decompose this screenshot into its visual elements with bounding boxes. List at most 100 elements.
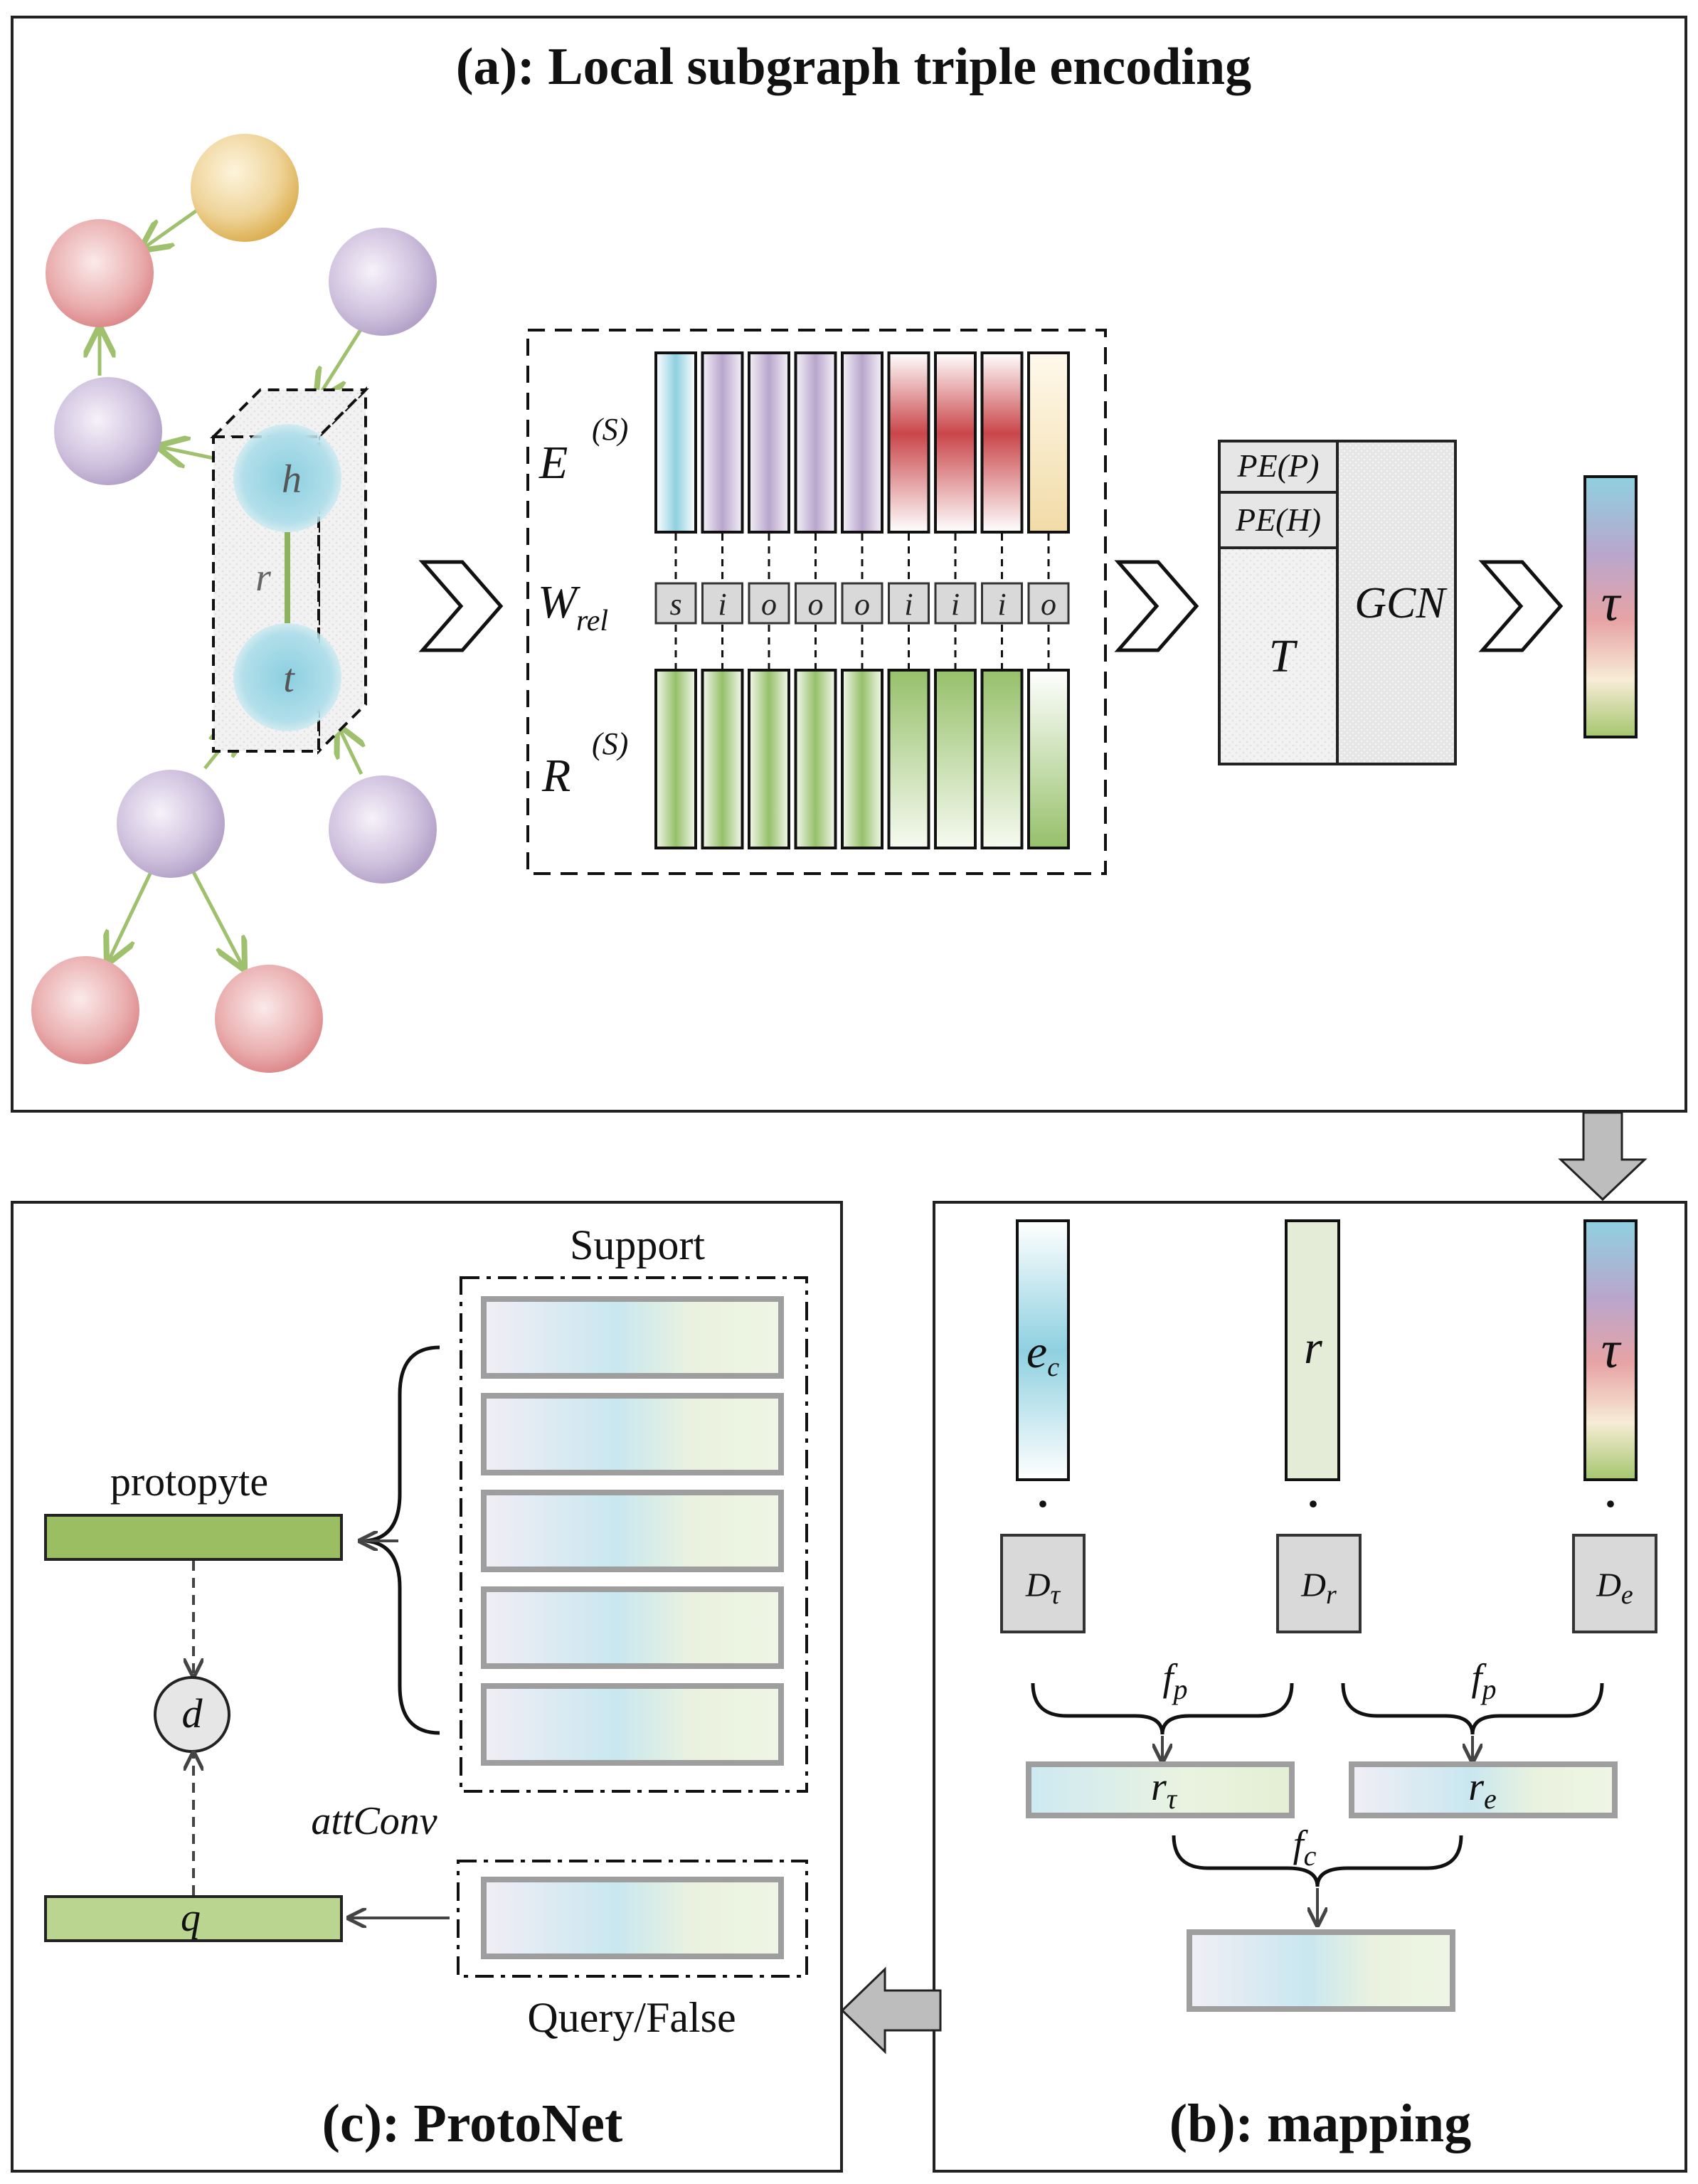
tail-node bbox=[233, 623, 341, 731]
entity-column bbox=[841, 351, 884, 534]
entity-column bbox=[654, 351, 697, 534]
weight-label: W bbox=[538, 576, 580, 628]
graph-nodes bbox=[31, 134, 437, 1073]
weight-cell bbox=[654, 582, 697, 625]
relation-column bbox=[980, 669, 1024, 849]
weight-cell-label: i bbox=[997, 587, 1006, 622]
weight-cell bbox=[748, 582, 790, 625]
support-embedding bbox=[481, 1683, 784, 1766]
entity-column bbox=[980, 351, 1024, 534]
relation-label: r bbox=[255, 556, 271, 600]
relation-column bbox=[748, 669, 790, 849]
relation-column bbox=[701, 669, 744, 849]
support-embedding bbox=[481, 1393, 784, 1475]
cube-top bbox=[210, 388, 369, 438]
gcn-block bbox=[1336, 440, 1457, 765]
head-label: h bbox=[282, 457, 302, 502]
edge-purple-to-tail-right bbox=[339, 727, 361, 775]
query-vector bbox=[44, 1895, 343, 1942]
weight-cell bbox=[841, 582, 884, 625]
projection-ops: fp fp rτ re fc bbox=[1026, 1656, 1618, 2012]
diag-r-label: Dr bbox=[1300, 1567, 1337, 1610]
support-label: Support bbox=[570, 1221, 705, 1268]
relation-column bbox=[654, 669, 697, 849]
pe-h-label: PE(H) bbox=[1235, 502, 1321, 538]
brace-fp-right bbox=[1341, 1682, 1604, 1735]
edge-purple-to-red-left bbox=[108, 871, 153, 962]
encoder-block: PE(P) PE(H) T GCN bbox=[1218, 440, 1457, 765]
support-embedding bbox=[481, 1296, 784, 1379]
weight-cell-label: o bbox=[1041, 587, 1056, 622]
relation-column bbox=[794, 669, 837, 849]
weight-cell-label: o bbox=[761, 587, 777, 622]
edge-purple-to-red-right bbox=[191, 871, 243, 968]
transformer-label: T bbox=[1269, 630, 1298, 682]
pe-p-label: PE(P) bbox=[1237, 447, 1320, 484]
down-arrow-icon bbox=[1558, 1111, 1647, 1202]
weight-cell bbox=[981, 582, 1023, 625]
entity-column bbox=[748, 351, 790, 534]
weight-cell-label: i bbox=[951, 587, 960, 622]
relation-column bbox=[887, 669, 930, 849]
prototype-vector bbox=[44, 1514, 343, 1561]
edge-cube-to-purple bbox=[159, 447, 214, 458]
combined-relation-vector bbox=[1187, 1929, 1455, 2012]
entity-column bbox=[934, 351, 977, 534]
weight-cell-label: s bbox=[669, 587, 681, 622]
entity-matrix-sup: (S) bbox=[592, 412, 628, 447]
edge-purple-to-cube bbox=[317, 327, 364, 398]
weight-cell-label: i bbox=[718, 587, 726, 622]
diag-tau-label: Dτ bbox=[1025, 1567, 1061, 1610]
graph-edges bbox=[100, 206, 364, 968]
entity-column bbox=[701, 351, 744, 534]
support-set bbox=[481, 1296, 784, 1766]
chevron-arrow-icon bbox=[1478, 560, 1564, 652]
chevron-arrow-icon bbox=[418, 560, 504, 652]
relation-vector-label: r bbox=[1304, 1322, 1322, 1374]
gcn-label: GCN bbox=[1354, 579, 1448, 627]
triple-embedding-label: τ bbox=[1601, 574, 1622, 632]
chevron-arrow-icon bbox=[1114, 560, 1199, 652]
head-node bbox=[233, 424, 341, 532]
projected-relation-tau bbox=[1026, 1761, 1295, 1818]
panel-b-title: (b): mapping bbox=[1169, 2094, 1471, 2153]
entity-column bbox=[794, 351, 837, 534]
triple-vector bbox=[1583, 1219, 1638, 1481]
entity-context-vector bbox=[1016, 1219, 1070, 1481]
relation-column bbox=[841, 669, 884, 849]
weight-cell-label: o bbox=[854, 587, 870, 622]
node-purple-left bbox=[54, 377, 162, 485]
weight-cell bbox=[701, 582, 743, 625]
edge-yellow-to-red bbox=[142, 206, 202, 249]
dot-operator: · bbox=[1603, 1480, 1618, 1527]
entity-column bbox=[887, 351, 930, 534]
diag-e-label: De bbox=[1596, 1567, 1633, 1610]
brace-fc bbox=[1172, 1835, 1463, 1887]
query-set-frame bbox=[457, 1860, 808, 1978]
mapping-vectors: ec r τ · · · bbox=[1016, 1219, 1638, 1527]
node-purple-bottom bbox=[117, 770, 225, 878]
attconv-label: attConv bbox=[311, 1799, 437, 1843]
support-set-frame bbox=[460, 1276, 808, 1793]
distance-label: d bbox=[182, 1690, 203, 1737]
triple-vector-label: τ bbox=[1601, 1321, 1622, 1379]
panel-a-title: (a): Local subgraph triple encoding bbox=[456, 38, 1251, 96]
relation-column bbox=[1027, 669, 1070, 849]
node-red-bottom-right bbox=[215, 965, 323, 1073]
weight-cell bbox=[888, 582, 930, 625]
node-purple-bottom-right bbox=[329, 775, 437, 884]
dot-operator: · bbox=[1306, 1480, 1320, 1527]
node-red-top bbox=[46, 219, 154, 327]
weight-cell-label: o bbox=[808, 587, 824, 622]
entity-column bbox=[1027, 351, 1070, 534]
support-embedding bbox=[481, 1490, 784, 1572]
diag-matrix-r bbox=[1276, 1534, 1362, 1633]
panel-c-title: (c): ProtoNet bbox=[322, 2094, 623, 2153]
left-arrow-icon bbox=[840, 1966, 942, 2055]
entity-context-label: ec bbox=[1026, 1326, 1059, 1382]
matrix-frame bbox=[526, 329, 1107, 875]
prototype-label: protopyte bbox=[110, 1458, 268, 1505]
